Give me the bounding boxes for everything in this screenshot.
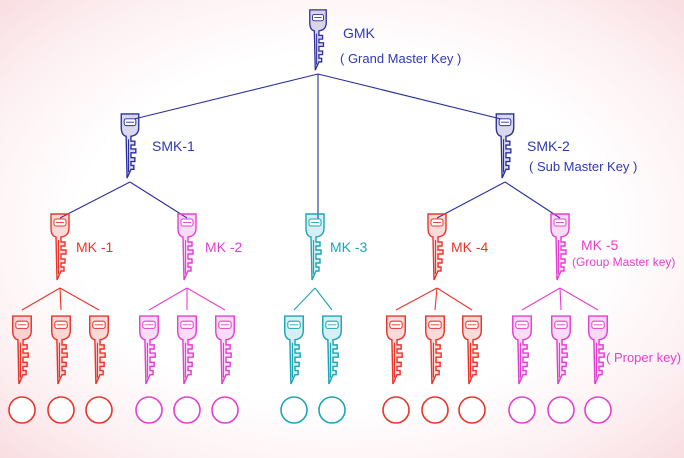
mk4-proper-key-icon-1 — [386, 315, 406, 385]
mk4-branch-line-1 — [395, 287, 438, 311]
mk3-proper-key-icon-2 — [322, 315, 342, 385]
mk3-lock-1 — [280, 396, 308, 424]
mk2-proper-key-icon-1 — [139, 315, 159, 385]
mk2-label: MK -2 — [205, 239, 243, 255]
mk3-branch-line-1 — [293, 287, 316, 311]
mk5-lock-2 — [547, 396, 575, 424]
mk1-lock-3 — [85, 396, 113, 424]
mk3-lock-2 — [318, 396, 346, 424]
mk1-proper-key-icon-3 — [89, 315, 109, 385]
proper-key-label: ( Proper key) — [606, 350, 682, 365]
mk1-branch-line-2 — [59, 287, 62, 311]
gmk-to-smk1-line — [129, 73, 319, 121]
mk2-key-icon — [177, 213, 197, 281]
gmk-to-smk2-line — [317, 73, 506, 121]
mk4-branch-line-2 — [434, 287, 438, 311]
smk2-label: SMK-2 — [527, 138, 570, 154]
mk3-label: MK -3 — [330, 239, 368, 255]
mk5-proper-key-icon-2 — [551, 315, 571, 385]
mk4-label: MK -4 — [451, 239, 489, 255]
mk5-key-icon — [550, 213, 570, 281]
mk2-lock-1 — [135, 396, 163, 424]
mk1-key-icon — [50, 213, 70, 281]
smk2-description: ( Sub Master Key ) — [529, 159, 638, 174]
smk2-to-mk4-line — [436, 181, 506, 219]
mk4-lock-2 — [421, 396, 449, 424]
mk3-proper-key-icon-1 — [284, 315, 304, 385]
mk2-lock-2 — [173, 396, 201, 424]
smk1-key-icon — [120, 113, 140, 179]
gmk-description: ( Grand Master Key ) — [340, 51, 462, 66]
mk5-branch-line-2 — [559, 287, 562, 311]
mk2-branch-line-3 — [186, 287, 226, 311]
mk5-lock-3 — [584, 396, 612, 424]
mk1-branch-line-3 — [59, 287, 100, 311]
mk4-proper-key-icon-2 — [425, 315, 445, 385]
mk1-lock-2 — [47, 396, 75, 424]
mk3-key-icon — [305, 213, 325, 281]
mk4-lock-1 — [382, 396, 410, 424]
gmk-key-icon — [309, 9, 327, 71]
mk1-proper-key-icon-1 — [12, 315, 32, 385]
mk2-proper-key-icon-2 — [177, 315, 197, 385]
mk1-proper-key-icon-2 — [51, 315, 71, 385]
mk1-label: MK -1 — [76, 239, 114, 255]
mk5-proper-key-icon-1 — [512, 315, 532, 385]
mk5-label: MK -5 — [581, 237, 619, 253]
gmk-label: GMK — [343, 25, 375, 41]
mk5-proper-key-icon-3 — [588, 315, 608, 385]
mk1-branch-line-1 — [21, 287, 61, 311]
smk1-to-mk2-line — [129, 181, 188, 219]
smk1-label: SMK-1 — [152, 138, 195, 154]
mk4-branch-line-3 — [436, 287, 473, 311]
mk4-proper-key-icon-3 — [462, 315, 482, 385]
mk2-proper-key-icon-3 — [215, 315, 235, 385]
mk5-lock-1 — [508, 396, 536, 424]
mk5-branch-line-3 — [559, 287, 599, 311]
mk3-branch-line-2 — [314, 287, 333, 311]
smk2-key-icon — [495, 113, 515, 179]
mk5-description: (Group Master key) — [572, 255, 676, 269]
mk1-lock-1 — [8, 396, 36, 424]
mk2-lock-3 — [211, 396, 239, 424]
smk1-to-mk1-line — [59, 181, 131, 219]
mk4-key-icon — [427, 213, 447, 281]
mk4-lock-3 — [458, 396, 486, 424]
mk2-branch-line-1 — [148, 287, 188, 311]
smk2-to-mk5-line — [504, 181, 561, 219]
mk5-branch-line-1 — [521, 287, 561, 311]
